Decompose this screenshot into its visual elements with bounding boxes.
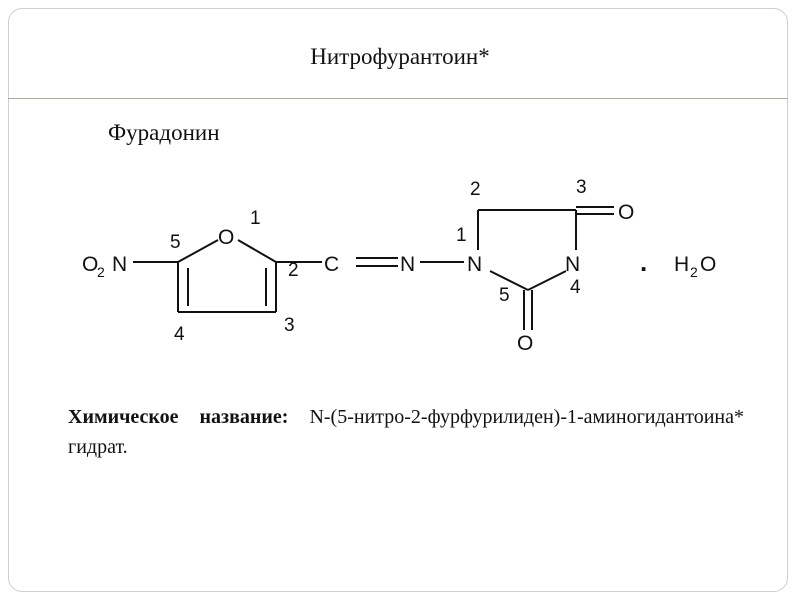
bond-n-c5 xyxy=(527,270,567,291)
furan-number-5: 5 xyxy=(170,232,181,253)
slide-title: Нитрофурантоин* xyxy=(310,44,490,69)
atom-carbonyl-o-bottom: O xyxy=(517,332,533,355)
atom-imine-n: N xyxy=(400,253,415,276)
atom-carbonyl-o-top: O xyxy=(618,201,634,224)
atom-nitro-subscript: 2 xyxy=(97,264,105,280)
bonds xyxy=(133,206,614,330)
furan-number-4: 4 xyxy=(174,324,185,345)
atom-nitro-n: N xyxy=(112,253,127,276)
furan-number-1: 1 xyxy=(250,208,261,229)
water-o: O xyxy=(700,253,716,276)
bond-c5-o1 xyxy=(177,239,219,263)
hydantoin-number-5: 5 xyxy=(499,285,510,306)
title-divider xyxy=(8,98,788,99)
structural-formula: O 2 N O C N N N O O . H 2 O 1 2 3 4 5 1 … xyxy=(82,177,716,355)
water-h: H xyxy=(674,253,689,276)
drug-synonym: Фурадонин xyxy=(108,120,220,145)
water-subscript: 2 xyxy=(690,264,698,280)
atom-ring-n1: N xyxy=(467,253,482,276)
hydrate-dot: . xyxy=(640,247,647,277)
hydantoin-number-3: 3 xyxy=(576,177,587,198)
chemical-name: Химическое название: N-(5-нитро-2-фурфур… xyxy=(68,402,744,462)
hydantoin-number-1: 1 xyxy=(456,225,467,246)
chemical-name-value: N-(5-нитро-2-фурфурилиден)-1-аминогидант… xyxy=(68,406,744,458)
atom-furan-o: O xyxy=(218,226,234,249)
chemical-name-label: Химическое название: xyxy=(68,406,289,428)
hydantoin-number-2: 2 xyxy=(470,179,481,200)
atom-methine-c: C xyxy=(324,253,339,276)
hydantoin-number-4: 4 xyxy=(570,277,581,298)
furan-number-2: 2 xyxy=(288,260,299,281)
bond-o1-c2 xyxy=(237,239,277,263)
atom-nitro-o: O xyxy=(82,253,98,276)
bond-c5-n1 xyxy=(489,270,529,291)
slide-frame xyxy=(8,8,788,592)
atom-ring-n3: N xyxy=(565,253,580,276)
furan-number-3: 3 xyxy=(284,315,295,336)
